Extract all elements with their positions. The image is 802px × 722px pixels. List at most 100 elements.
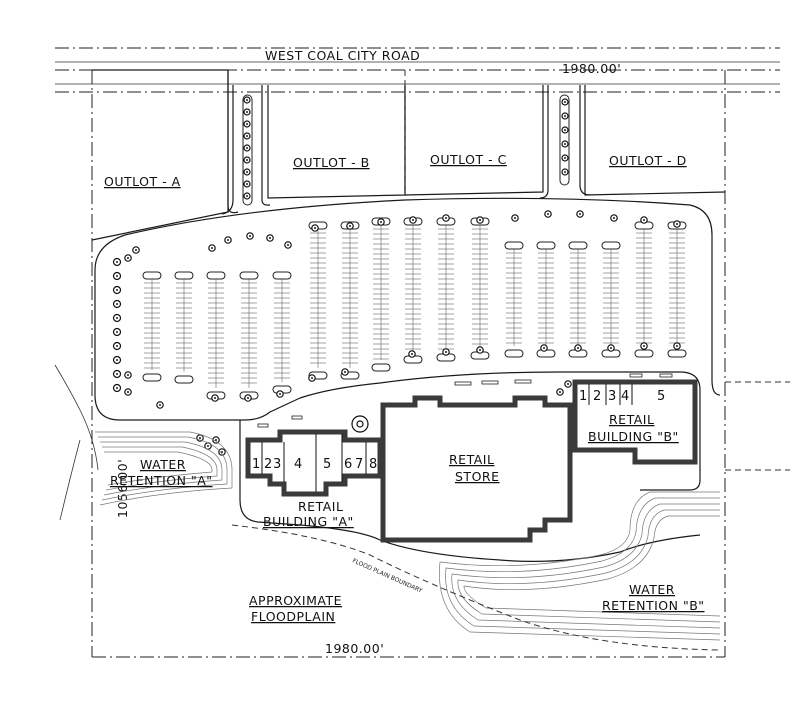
unit-a-3: 3 [273,457,281,472]
water-b-label-2: RETENTION "B" [602,598,705,613]
building-a-label-1: RETAIL [298,499,343,514]
retail-store [380,395,573,543]
unit-b-3: 3 [608,389,616,404]
road-label: WEST COAL CITY ROAD [265,48,420,63]
entrance-drive-2-left [539,85,549,199]
tree-center-dot [116,359,118,361]
tree-center-dot [246,123,248,125]
tree-center-dot [116,317,118,319]
tree-center-dot [127,257,129,259]
parking-end-island [142,271,162,280]
tree-center-dot [564,129,566,131]
building-b-label-2: BUILDING "B" [588,429,679,444]
parking-end-island [536,241,556,250]
tree-center-dot [221,451,223,453]
tree-center-dot [610,347,612,349]
parking-lot-outline [94,234,701,491]
south-drive-edge [239,420,701,562]
tree-center-dot [246,195,248,197]
tree-center-dot [559,391,561,393]
entrance-drive-1-left [227,70,239,214]
outlot-c-label: OUTLOT - C [430,152,507,167]
unit-a-4: 4 [294,457,302,472]
water-b-label-1: WATER [629,582,675,597]
tree-center-dot [246,171,248,173]
tree-center-dot [246,147,248,149]
tree-center-dot [613,217,615,219]
tree-center-dot [116,275,118,277]
floodplain-label-2: FLOODPLAIN [251,609,335,624]
retail-building-b [572,379,698,465]
tree-center-dot [207,445,209,447]
tree-center-dot [199,437,201,439]
tree-center-dot [676,223,678,225]
tree-center-dot [412,219,414,221]
parking-end-island [504,241,524,250]
flood-plain-boundary-line [231,524,721,651]
bottom-dimension: 1980.00' [325,641,384,656]
tree-center-dot [249,235,251,237]
tree-center-dot [127,374,129,376]
parking-end-island [504,349,524,358]
parking-end-island [272,271,292,280]
building-a-unit-numbers: 1 2 3 4 5 6 7 8 [252,457,377,472]
entrance-drive-edge [221,85,234,215]
property-boundary [91,70,790,658]
tree-center-dot [246,183,248,185]
top-dimension: 1980.00' [562,61,621,76]
tree-center-dot [116,289,118,291]
tree-center-dot [380,221,382,223]
unit-b-1: 1 [579,389,587,404]
tree-center-dot [246,159,248,161]
tree-center-dot [287,244,289,246]
tree-center-dot [314,227,316,229]
unit-a-6: 6 [344,457,352,472]
tree-center-dot [643,345,645,347]
tree-center-dot [579,213,581,215]
building-a-label-2: BUILDING "A" [263,514,354,529]
parking-end-island [667,349,687,358]
tree-center-dot [127,391,129,393]
tree-center-dot [246,99,248,101]
outlot-c-boundary [404,85,544,196]
tree-center-dot [479,219,481,221]
tree-center-dot [547,213,549,215]
retail-store-label-2: STORE [455,469,500,484]
outlot-a-boundary [91,69,229,241]
unit-a-2: 2 [264,457,272,472]
parking-rows [142,217,687,400]
creek-line-2 [59,439,81,521]
parking-end-island [206,271,226,280]
outlot-b-boundary [267,85,406,199]
tree-center-dot [247,397,249,399]
parking-end-island [174,271,194,280]
sidewalk-marks [257,373,673,433]
parking-lot-north-edge [124,197,721,396]
tree-center-dot [116,303,118,305]
floodplain-label-1: APPROXIMATE [249,593,342,608]
tree-center-dot [543,347,545,349]
tree-center-dot [311,377,313,379]
tree-center-dot [564,115,566,117]
unit-b-4: 4 [621,389,629,404]
tree-center-dot [279,393,281,395]
building-b-unit-numbers: 1 2 3 4 5 [579,389,665,404]
tree-center-dot [564,171,566,173]
tree-center-dot [116,261,118,263]
tree-center-dot [211,247,213,249]
outlot-d-label: OUTLOT - D [609,153,687,168]
tree-center-dot [564,157,566,159]
unit-a-1: 1 [252,457,260,472]
unit-a-8: 8 [369,457,377,472]
tree-center-dot [344,371,346,373]
tree-center-dot [676,345,678,347]
retail-building-a [245,429,383,497]
parking-end-island [634,349,654,358]
tree-center-dot [445,217,447,219]
tree-center-dot [159,404,161,406]
parking-end-island [601,241,621,250]
tree-center-dot [135,249,137,251]
building-b-label-1: RETAIL [609,412,654,427]
tree-center-dot [246,135,248,137]
